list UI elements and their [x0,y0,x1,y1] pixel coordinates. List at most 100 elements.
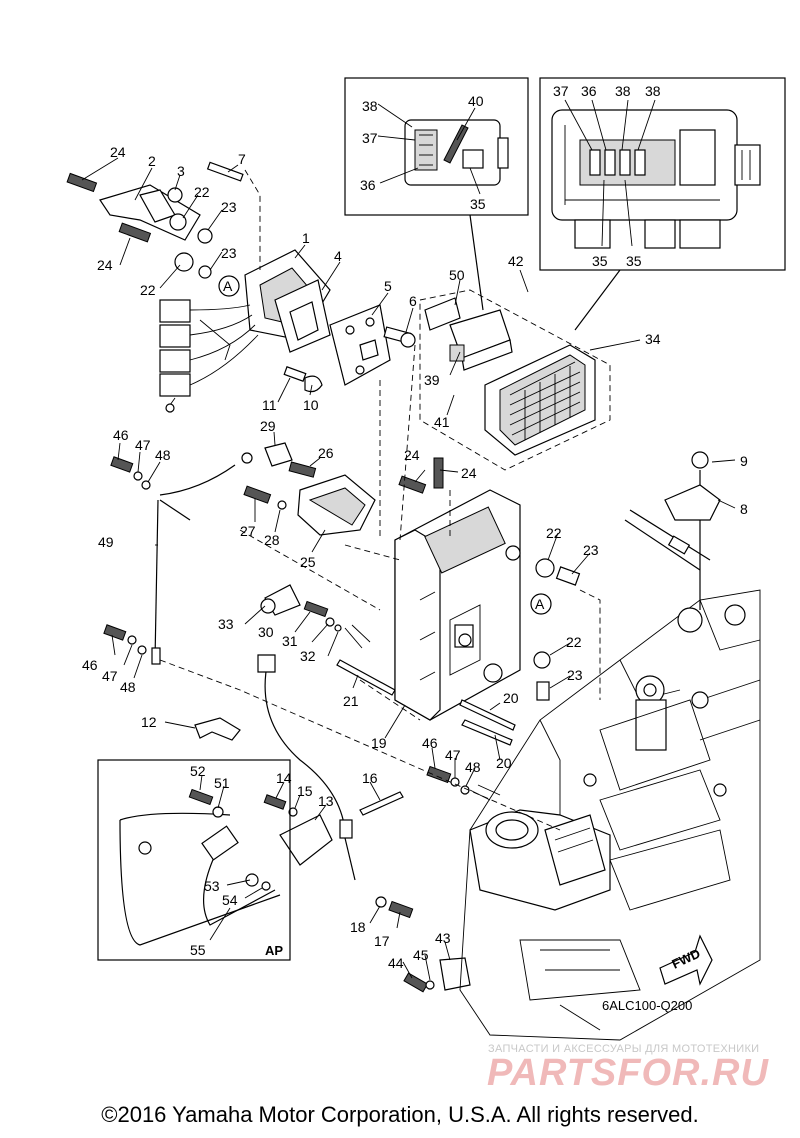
callout-22-right: 22 [566,634,582,650]
callout-38-a: 38 [362,98,378,114]
bracket-part-2 [99,184,201,241]
ap-bolts [188,788,271,891]
callout-17: 17 [374,933,390,949]
callout-26: 26 [318,445,334,461]
callout-6: 6 [409,293,417,309]
callout-33: 33 [218,616,234,632]
bolt-27 [243,485,287,510]
bolt-17-18 [375,896,414,919]
bolts-24-center [398,457,444,494]
callout-37-a: 37 [362,130,378,146]
bracket-part-5 [329,304,391,386]
callout-20b: 20 [496,755,512,771]
callout-37-b: 37 [553,83,569,99]
bolts-left-top [66,161,244,279]
tie-21 [336,659,396,696]
watermark-tagline: ЗАПЧАСТИ И АКСЕССУАРЫ ДЛЯ МОТОТЕХНИКИ [488,1043,760,1055]
parts-43-45 [403,957,471,993]
callout-34: 34 [645,331,661,347]
throttle-body [469,809,611,911]
ap-label: AP [265,943,283,958]
callout-24-center-a: 24 [404,447,420,463]
callout-4: 4 [334,248,342,264]
diagram-code: 6ALC100-Q200 [602,998,692,1013]
callout-22-mid: 22 [140,282,156,298]
callout-14: 14 [276,770,292,786]
ecu-area-outline [419,289,611,471]
callout-24-top: 24 [110,144,126,160]
callout-35-a: 35 [470,196,486,212]
parts-22-23-center [505,545,581,701]
callout-8: 8 [740,501,748,517]
callout-46-top: 46 [113,427,129,443]
callout-39: 39 [424,372,440,388]
washers-46-48-top [110,456,151,490]
callout-29: 29 [260,418,276,434]
callout-9: 9 [740,453,748,469]
callout-44: 44 [388,955,404,971]
callout-47-bottom: 47 [102,668,118,684]
ap-box [97,759,291,961]
callout-25: 25 [300,554,316,570]
ref-marker-a-top: A [218,275,240,297]
callout-19: 19 [371,735,387,751]
leader-lines [81,99,736,981]
engine-block [459,589,761,1041]
callout-52: 52 [190,763,206,779]
callout-23-right: 23 [567,667,583,683]
callout-48-top: 48 [155,447,171,463]
callout-46-right: 46 [422,735,438,751]
callout-36-a: 36 [360,177,376,193]
callout-22-center: 22 [546,525,562,541]
inset-box-ecu [539,77,786,271]
callout-35-b: 35 [592,253,608,269]
washers-46-48-bottom [103,624,147,655]
callout-2: 2 [148,153,156,169]
relay-part-25 [297,474,376,536]
callout-40: 40 [468,93,484,109]
bolt-part-6 [383,326,416,348]
callout-45: 45 [413,947,429,963]
callout-27: 27 [240,523,256,539]
callout-30: 30 [258,624,274,640]
callout-23-top: 23 [221,199,237,215]
inset-box-connector [344,77,529,216]
callout-13: 13 [318,793,334,809]
callout-55: 55 [190,942,206,958]
callout-1: 1 [302,230,310,246]
callout-23-center: 23 [583,542,599,558]
wiring-right [624,451,721,610]
fwd-arrow: FWD [659,934,713,986]
callout-23-mid: 23 [221,245,237,261]
callout-24-center-b: 24 [461,465,477,481]
part-26-bolt [288,461,317,478]
callout-18: 18 [350,919,366,935]
parts-46-48-right [426,765,501,801]
callout-24-left: 24 [97,257,113,273]
ties-20 [459,699,516,746]
callout-49: 49 [98,534,114,550]
callout-53: 53 [204,878,220,894]
gasket-part-4 [274,279,331,353]
callout-10: 10 [303,397,319,413]
junction-box-19 [394,489,521,721]
sensor-cable [257,654,356,881]
clamp-12 [194,717,241,741]
callout-5: 5 [384,278,392,294]
callout-48-bottom: 48 [120,679,136,695]
callout-labels: 1 2 3 4 5 6 7 8 9 10 11 12 13 14 15 16 1… [82,83,748,971]
callout-36-b: 36 [581,83,597,99]
dashed-connectors [159,169,601,831]
part-29-clamp [264,442,293,467]
parts-10-11 [283,366,323,393]
ref-marker-a-center: A [530,593,552,615]
ecu-inset-drawing [551,109,761,249]
callout-47-right: 47 [445,747,461,763]
callout-20a: 20 [503,690,519,706]
callout-15: 15 [297,783,313,799]
callout-31: 31 [282,633,298,649]
callout-12: 12 [141,714,157,730]
callout-32: 32 [300,648,316,664]
callout-3: 3 [177,163,185,179]
